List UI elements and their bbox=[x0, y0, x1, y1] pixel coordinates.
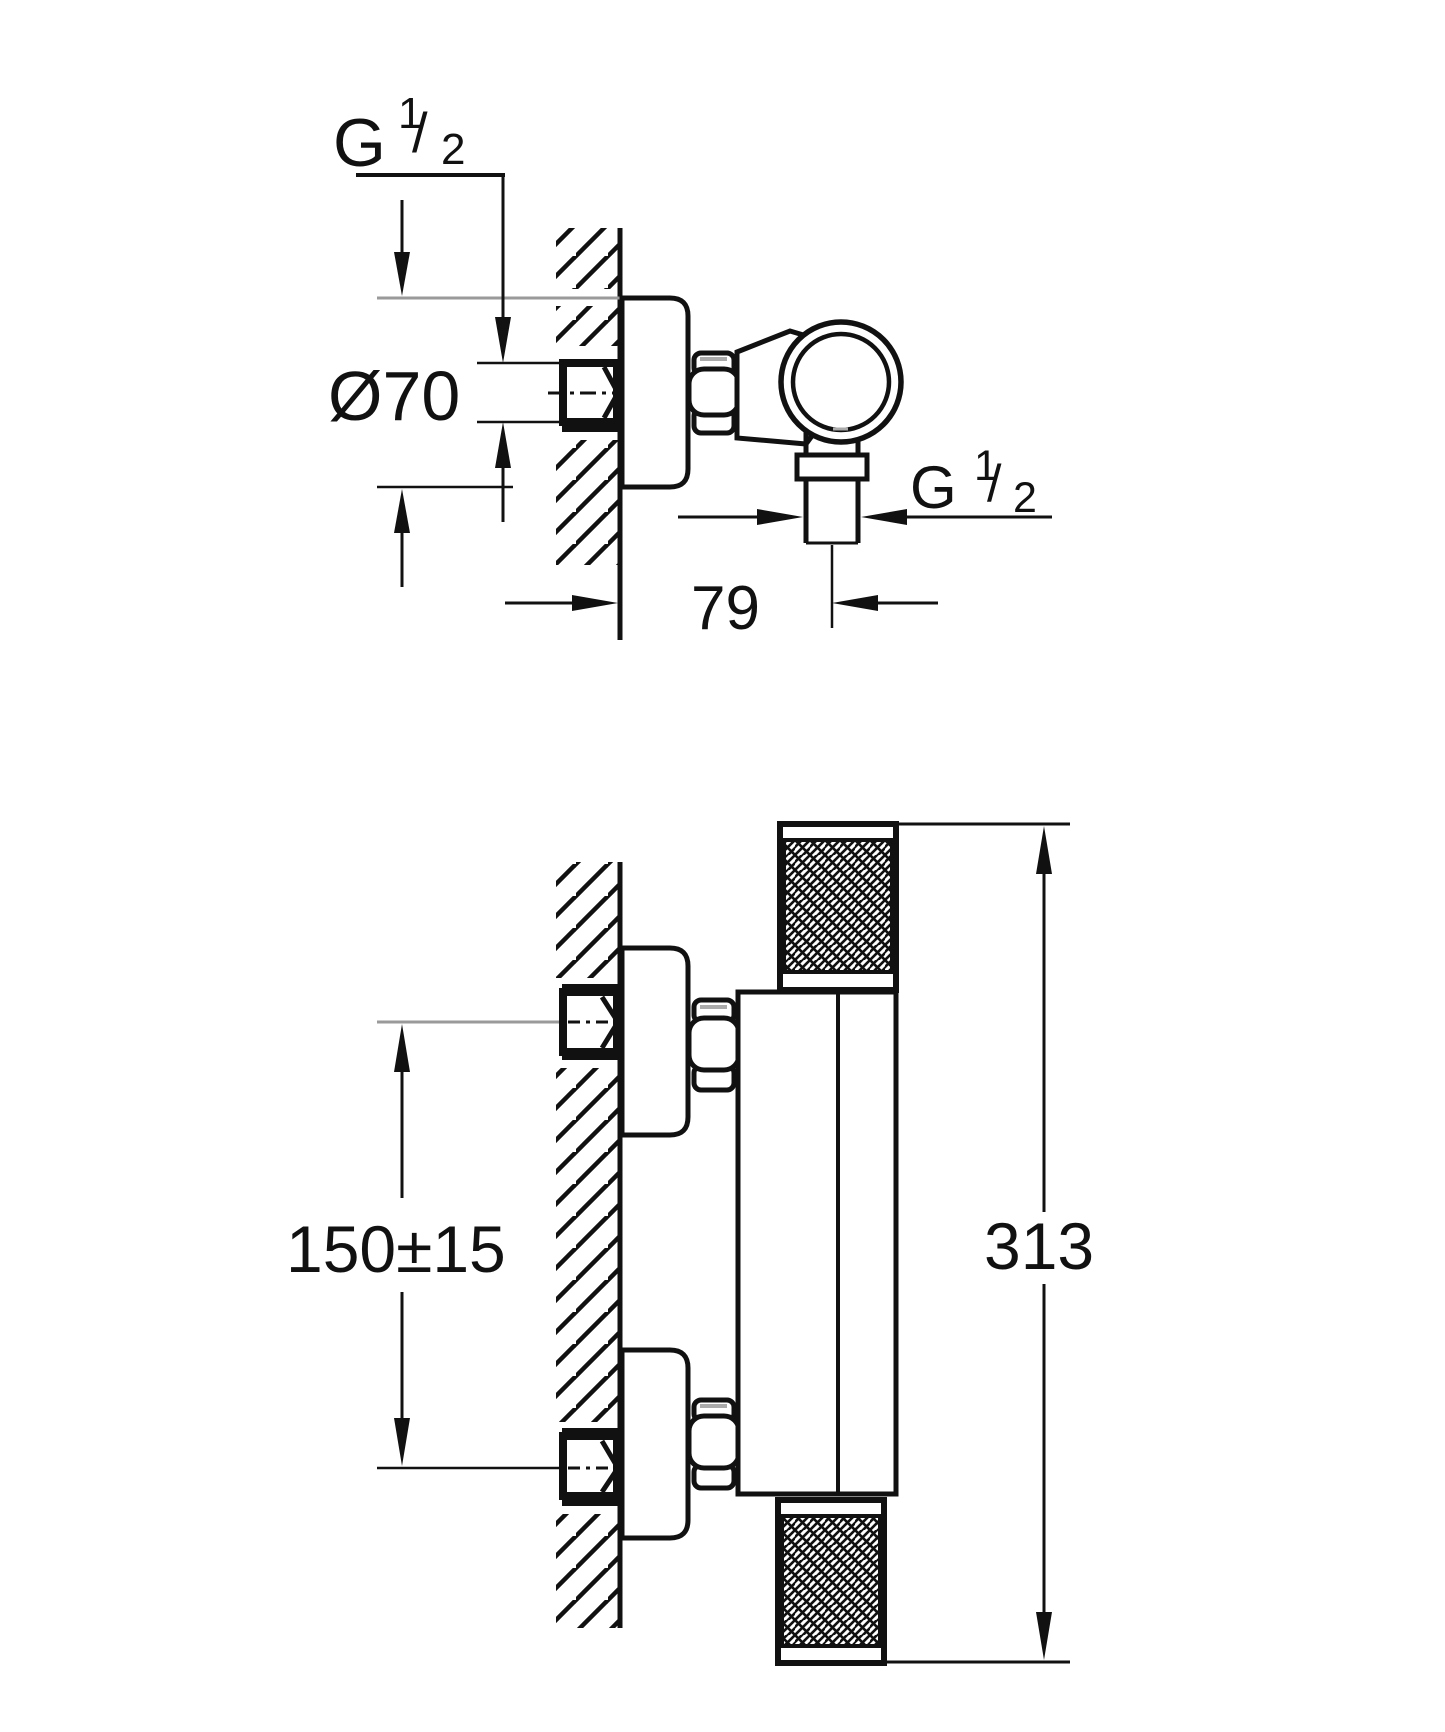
wall-section bbox=[549, 862, 623, 1628]
arrowhead bbox=[861, 509, 907, 525]
dim-wall-to-outlet: 79 bbox=[505, 574, 938, 643]
dim-outlet-thread: G 1 / 2 bbox=[678, 442, 1052, 525]
dim-overall-height: 313 bbox=[884, 822, 1094, 1664]
arrowhead bbox=[394, 252, 410, 296]
arrowhead bbox=[832, 595, 878, 611]
upper-union-fitting bbox=[559, 984, 621, 1060]
dim-inlet-thread: G 1 / 2 bbox=[333, 89, 563, 522]
hex-coupling-nut bbox=[686, 350, 742, 436]
arrowhead bbox=[1036, 1612, 1052, 1660]
label-wall-to-outlet: 79 bbox=[691, 574, 760, 643]
outlet-collar bbox=[794, 452, 870, 482]
label-inlet-thread: G 1 / 2 bbox=[333, 89, 465, 181]
side-view: G 1 / 2 Ø70 7 bbox=[328, 89, 1052, 643]
upper-escutcheon bbox=[619, 945, 691, 1138]
label-escutcheon-diameter: Ø70 bbox=[328, 357, 460, 435]
lower-escutcheon bbox=[619, 1347, 691, 1541]
thermostat-body bbox=[735, 989, 899, 1497]
lower-union-fitting bbox=[559, 1428, 621, 1506]
escutcheon bbox=[619, 295, 691, 490]
arrowhead bbox=[757, 509, 803, 525]
inlet-union-fitting bbox=[548, 359, 622, 432]
arrowhead bbox=[495, 317, 511, 363]
arrowhead bbox=[495, 422, 511, 468]
lower-hex-nut bbox=[686, 1397, 742, 1491]
dim-inlet-spacing: 150±15 bbox=[286, 1024, 506, 1466]
front-view: 313 150±15 bbox=[286, 821, 1094, 1666]
valve-body bbox=[734, 319, 904, 447]
arrowhead bbox=[572, 595, 618, 611]
knurled-handle-bottom bbox=[775, 1497, 887, 1666]
label-outlet-thread: G 1 / 2 bbox=[910, 442, 1037, 522]
label-overall-height: 313 bbox=[984, 1209, 1094, 1283]
arrowhead bbox=[394, 1024, 410, 1072]
shower-outlet-pipe bbox=[794, 432, 870, 628]
arrowhead bbox=[394, 1418, 410, 1466]
dim-escutcheon-diameter: Ø70 bbox=[328, 200, 513, 587]
handle-end-outer bbox=[778, 319, 904, 445]
wall-section bbox=[548, 228, 623, 640]
knurled-handle-top bbox=[777, 821, 899, 993]
label-inlet-spacing: 150±15 bbox=[286, 1212, 506, 1286]
upper-hex-nut bbox=[686, 997, 742, 1093]
arrowhead bbox=[1036, 826, 1052, 874]
arrowhead bbox=[394, 489, 410, 533]
